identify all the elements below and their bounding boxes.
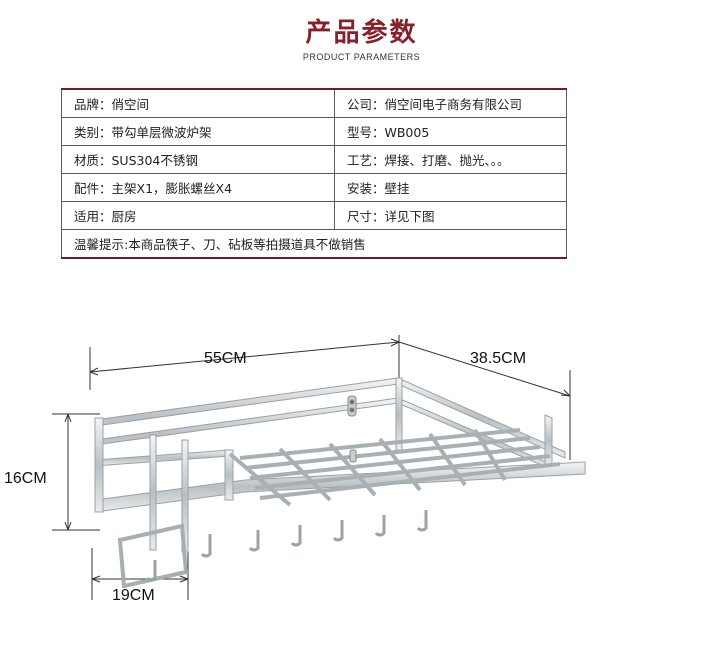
parameter-table: 品牌：俏空间 公司：俏空间电子商务有限公司 类别：带勾单层微波炉架 型号：WB0… — [61, 88, 567, 259]
shelf-frame — [94, 377, 586, 589]
table-row: 配件：主架X1，膨胀螺丝X4 安装：壁挂 — [61, 173, 567, 202]
width-dimension-label: 55CM — [204, 350, 247, 367]
table-row: 类别：带勾单层微波炉架 型号：WB005 — [61, 117, 567, 146]
dimension-lines — [52, 335, 571, 600]
param-material: 材质：SUS304不锈钢 — [61, 145, 335, 174]
param-company: 公司：俏空间电子商务有限公司 — [334, 88, 567, 118]
depth-dimension-label: 38.5CM — [470, 350, 527, 367]
height-dimension-label: 16CM — [4, 470, 47, 487]
warm-tip-note: 温馨提示:本商品筷子、刀、砧板等拍摄道具不做销售 — [61, 229, 567, 259]
table-row: 温馨提示:本商品筷子、刀、砧板等拍摄道具不做销售 — [61, 229, 567, 259]
table-row: 材质：SUS304不锈钢 工艺：焊接、打磨、抛光、。。 — [61, 145, 567, 174]
hooks — [145, 510, 428, 582]
param-accessories: 配件：主架X1，膨胀螺丝X4 — [61, 173, 335, 202]
table-row: 适用：厨房 尺寸：详见下图 — [61, 201, 567, 230]
page-subtitle: PRODUCT PARAMETERS — [302, 52, 421, 62]
hook-rail-dimension-label: 19CM — [112, 587, 155, 604]
page-title: 产品参数 — [305, 18, 418, 48]
shelf-drawing — [52, 335, 586, 600]
param-size: 尺寸：详见下图 — [334, 201, 567, 230]
mounting-screws — [347, 395, 357, 463]
product-dimension-diagram: 55CM 38.5CM 16CM 19CM — [0, 290, 723, 644]
table-row: 品牌：俏空间 公司：俏空间电子商务有限公司 — [61, 88, 567, 118]
param-usage: 适用：厨房 — [61, 201, 335, 230]
param-process: 工艺：焊接、打磨、抛光、。。 — [334, 145, 567, 174]
param-brand: 品牌：俏空间 — [61, 88, 335, 118]
param-installation: 安装：壁挂 — [334, 173, 567, 202]
param-category: 类别：带勾单层微波炉架 — [61, 117, 335, 146]
param-model: 型号：WB005 — [334, 117, 567, 146]
shelf-grid — [228, 428, 561, 507]
